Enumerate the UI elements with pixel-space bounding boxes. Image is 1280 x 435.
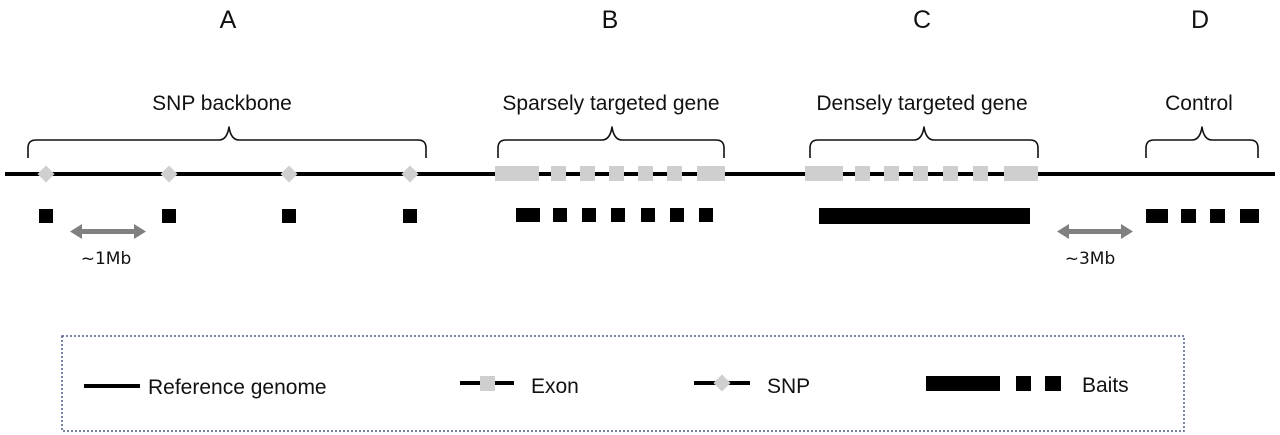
section-c-title: Densely targeted gene (816, 92, 1027, 115)
exon (943, 166, 958, 181)
exon (913, 166, 928, 181)
section-c-letter: C (913, 6, 931, 34)
section-c-brace (809, 126, 1039, 158)
exon (1004, 166, 1038, 181)
exon (580, 166, 595, 181)
legend-snp-label: SNP (767, 375, 810, 398)
bait (516, 208, 540, 222)
exon (667, 166, 682, 181)
bait (162, 209, 176, 223)
exon (805, 166, 843, 181)
bait (1210, 209, 1225, 223)
legend-box (61, 335, 1185, 432)
exon (495, 166, 539, 181)
snp-spacing-arrow (70, 224, 146, 239)
exon (697, 166, 725, 181)
section-a-title: SNP backbone (152, 92, 292, 115)
exon (551, 166, 566, 181)
section-d-brace (1145, 126, 1259, 158)
section-a-letter: A (220, 6, 237, 34)
bait (641, 208, 655, 222)
legend-baits-swatch (926, 376, 1061, 391)
section-b-letter: B (602, 6, 619, 34)
section-b-title: Sparsely targeted gene (502, 92, 719, 115)
bait (582, 208, 596, 222)
exon (638, 166, 653, 181)
legend-exon-label: Exon (531, 375, 579, 398)
snp-diamond (401, 165, 419, 183)
bait (553, 208, 567, 222)
bait (699, 208, 713, 222)
legend-baits-label: Baits (1082, 374, 1129, 397)
snp-diamond (280, 165, 298, 183)
exon (609, 166, 624, 181)
bait (39, 209, 53, 223)
snp-spacing-label: ~1Mb (81, 249, 132, 269)
bait-continuous (819, 208, 1030, 224)
bait (403, 209, 417, 223)
bait (1146, 209, 1168, 223)
control-gap-label: ~3Mb (1065, 249, 1116, 269)
exon (884, 166, 899, 181)
legend-exon-swatch (460, 376, 514, 391)
section-d-letter: D (1191, 6, 1209, 34)
bait (1181, 209, 1196, 223)
section-b-brace (497, 126, 725, 158)
bait (611, 208, 625, 222)
bait (1240, 209, 1259, 223)
section-d-title: Control (1165, 92, 1233, 115)
section-a-brace (27, 126, 427, 158)
bait (670, 208, 684, 222)
snp-diamond (37, 165, 55, 183)
legend-snp-swatch (694, 374, 750, 392)
legend-reference-genome-label: Reference genome (148, 376, 327, 399)
exon (973, 166, 988, 181)
control-gap-arrow (1057, 224, 1133, 239)
exon (855, 166, 870, 181)
bait (282, 209, 296, 223)
snp-diamond (160, 165, 178, 183)
